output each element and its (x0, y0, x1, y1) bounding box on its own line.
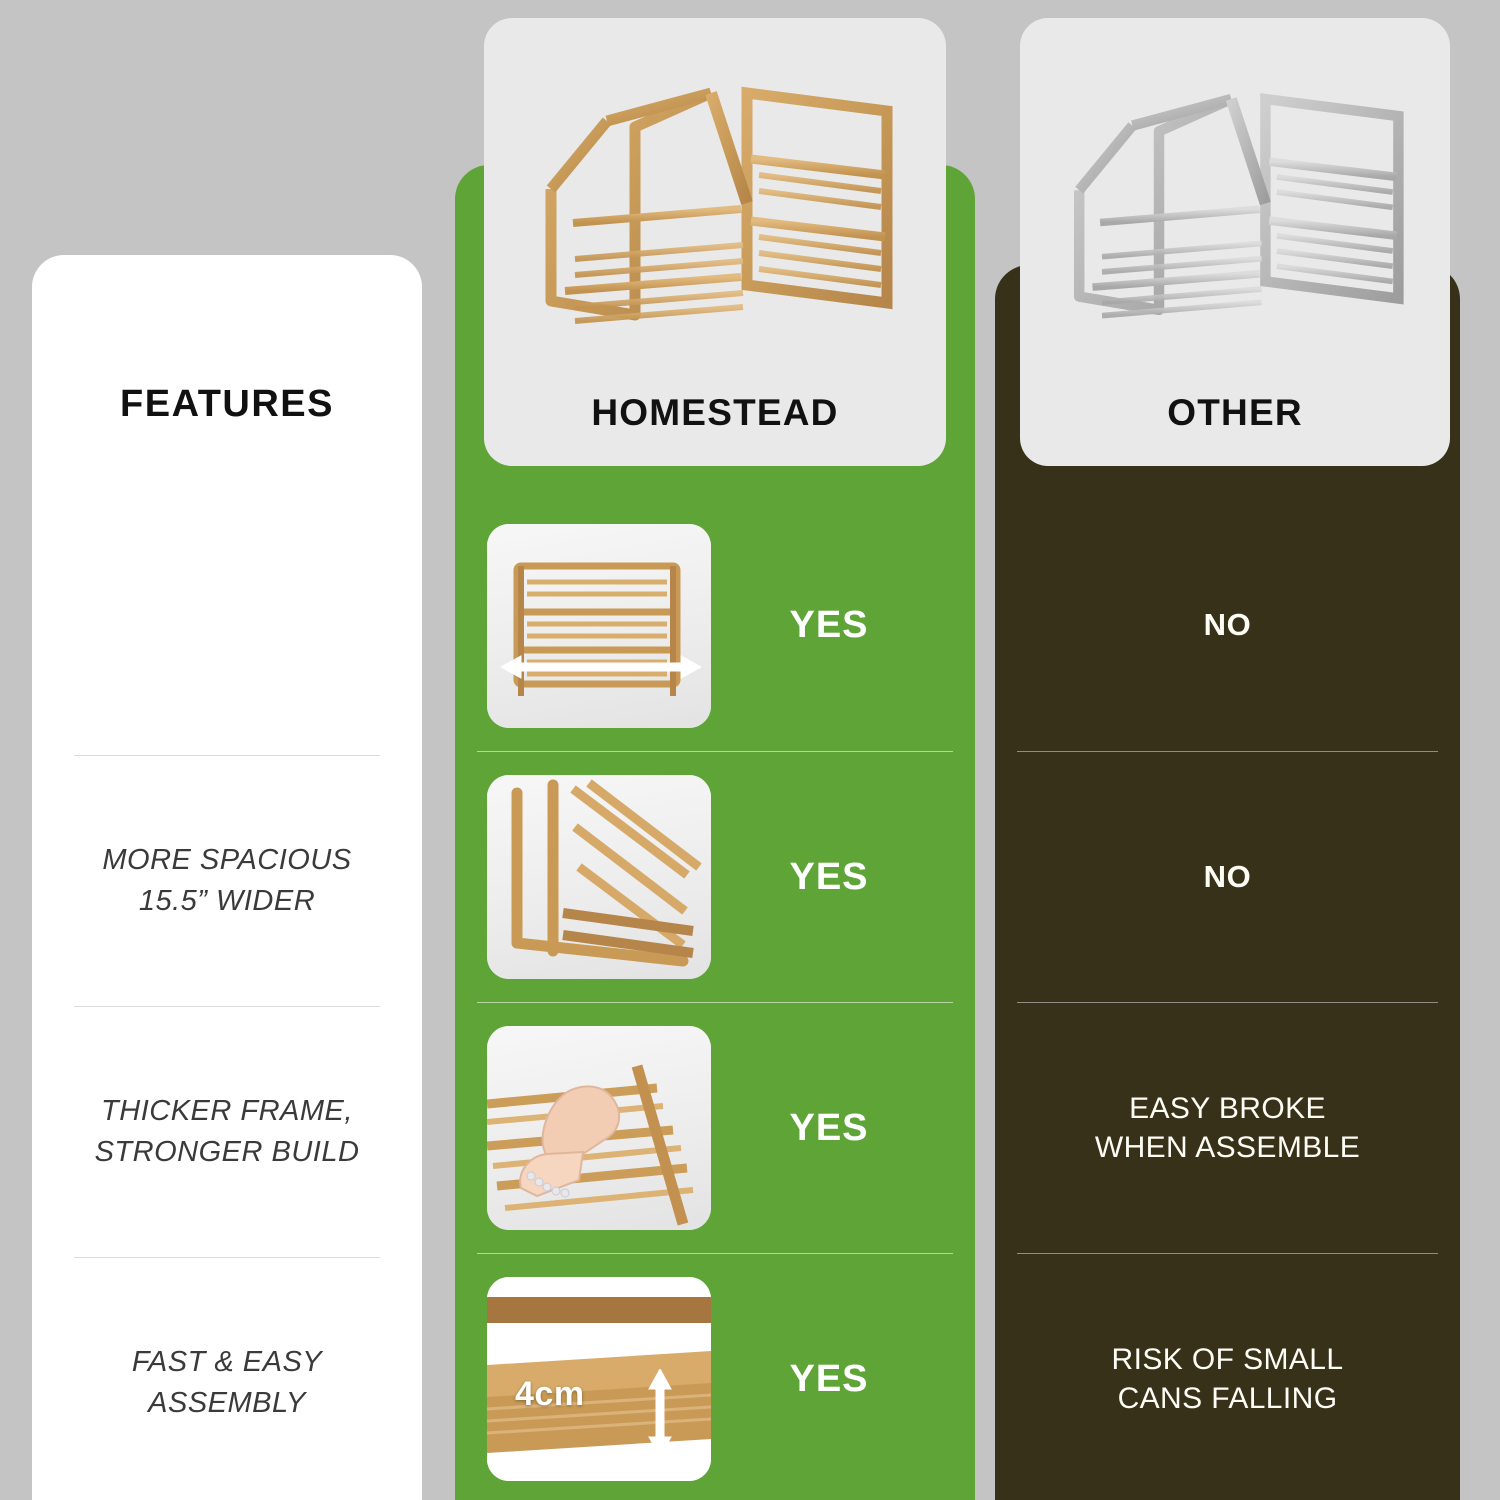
homestead-cell: YES (455, 751, 975, 1002)
homestead-verdict: YES (789, 604, 869, 646)
feature-label: THICKER FRAME,STRONGER BUILD (94, 1095, 360, 1168)
homestead-thumbnail-can-height: 4cm (487, 1277, 711, 1481)
homestead-thumbnail-frame (487, 775, 711, 979)
homestead-product-image (484, 48, 946, 378)
homestead-thumbnail-spacious (487, 523, 711, 728)
other-header-label: OTHER (1167, 392, 1303, 433)
homestead-cell: YES (455, 500, 975, 751)
other-column-panel (995, 265, 1460, 1500)
other-cell: NO (995, 500, 1460, 751)
other-verdict: NO (1203, 858, 1252, 894)
homestead-verdict: YES (789, 1106, 869, 1149)
can-height-label: 4cm (515, 1375, 585, 1413)
other-cell: NO (995, 751, 1460, 1002)
other-verdict: NO (1203, 607, 1252, 643)
features-title: FEATURES (120, 383, 334, 425)
other-product-image (1020, 48, 1450, 378)
homestead-cell: YES (455, 1002, 975, 1253)
height-arrow-icon (648, 1369, 672, 1457)
homestead-header-card: HOMESTEAD (484, 18, 946, 466)
homestead-verdict: YES (789, 1357, 869, 1400)
feature-row: THICKER FRAME,STRONGER BUILD (74, 1006, 380, 1257)
homestead-cell: 4cm YES (455, 1253, 975, 1500)
homestead-thumbnail-assembly (487, 1026, 711, 1230)
homestead-cells-container: YES (455, 165, 975, 1500)
homestead-verdict: YES (789, 855, 869, 898)
other-header-card: OTHER (1020, 18, 1450, 466)
homestead-header-label: HOMESTEAD (591, 392, 839, 433)
width-arrow-icon (501, 654, 701, 679)
